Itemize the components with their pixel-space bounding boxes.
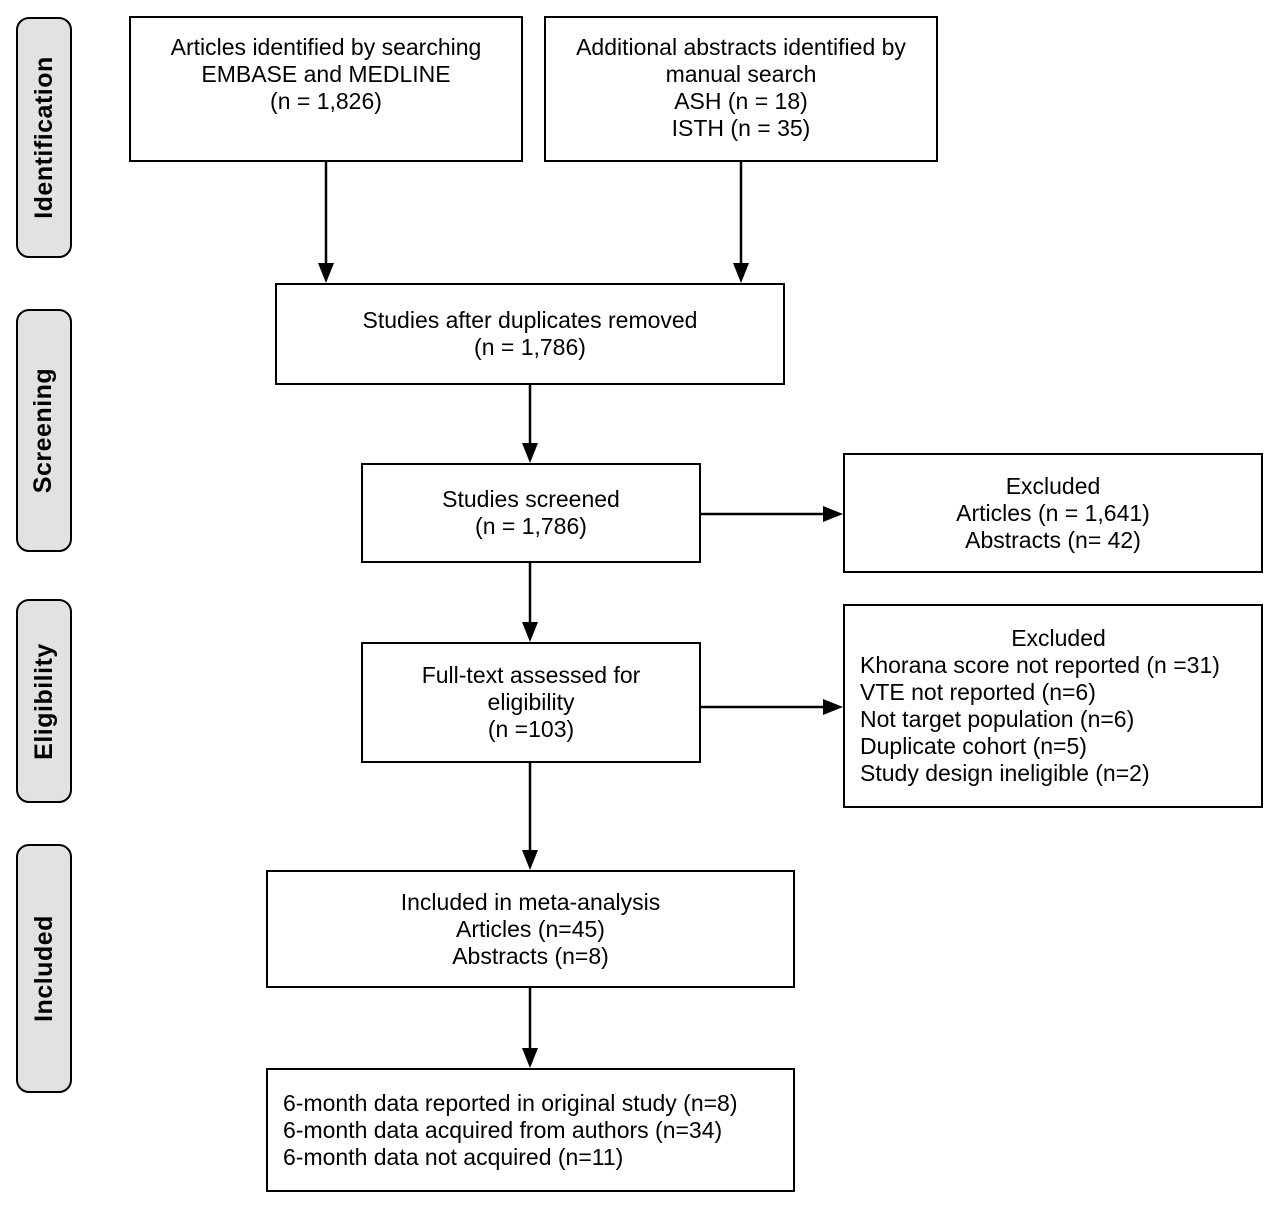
box-text-line: (n = 1,786) [475, 513, 587, 539]
box-text-line: EMBASE and MEDLINE [201, 61, 451, 87]
box-text-line: Khorana score not reported (n =31) [860, 652, 1220, 678]
arrow-included-to-sixmonth [522, 987, 538, 1068]
arrow-screened-to-fulltext [522, 562, 538, 642]
box-six-month-data: 6-month data reported in original study … [266, 1068, 795, 1192]
box-text-line: VTE not reported (n=6) [860, 679, 1096, 705]
box-text-line: (n = 1,826) [270, 88, 382, 114]
box-text-line: ASH (n = 18) [674, 88, 808, 114]
box-text-line: Included in meta-analysis [400, 888, 661, 915]
box-excluded-eligibility: Excluded Khorana score not reported (n =… [843, 604, 1263, 808]
box-text-line: Studies screened [442, 486, 620, 512]
arrow-screened-to-excluded [700, 506, 843, 522]
arrow-manual-to-dedup [733, 162, 749, 283]
box-text-line: eligibility [487, 689, 575, 715]
box-text-line: ISTH (n = 35) [671, 115, 811, 141]
box-text-line: Articles (n = 1,641) [956, 499, 1150, 526]
box-studies-screened: Studies screened (n = 1,786) [361, 463, 701, 563]
stage-label-text: Included [29, 915, 58, 1022]
box-text-line: Articles (n=45) [456, 915, 605, 942]
box-text-line: Abstracts (n= 42) [965, 526, 1141, 553]
box-included-meta-analysis: Included in meta-analysis Articles (n=45… [266, 870, 795, 988]
box-duplicates-removed: Studies after duplicates removed (n = 1,… [275, 283, 785, 385]
box-text-line: Articles identified by searching [170, 34, 482, 60]
stage-label-text: Eligibility [29, 642, 58, 760]
box-text-line: Additional abstracts identified by [576, 34, 906, 60]
box-excluded-screening: Excluded Articles (n = 1,641) Abstracts … [843, 453, 1263, 573]
arrow-search-to-dedup [318, 162, 334, 283]
box-articles-identified: Articles identified by searching EMBASE … [129, 16, 523, 162]
arrow-fulltext-to-included [522, 762, 538, 870]
box-text-line: 6-month data reported in original study … [283, 1089, 738, 1116]
box-text-line: Study design ineligible (n=2) [860, 760, 1150, 786]
stage-label-identification: Identification [16, 17, 72, 258]
arrow-dedup-to-screened [522, 384, 538, 463]
stage-label-included: Included [16, 844, 72, 1093]
box-text-line: (n = 1,786) [474, 334, 586, 360]
box-text-line: 6-month data not acquired (n=11) [283, 1143, 624, 1170]
arrow-fulltext-to-excluded [700, 699, 843, 715]
stage-label-text: Identification [29, 56, 58, 219]
box-text-line: manual search [665, 61, 817, 87]
box-text-line: (n =103) [487, 716, 575, 742]
box-text-line: Duplicate cohort (n=5) [860, 733, 1087, 759]
box-text-line: Abstracts (n=8) [452, 942, 609, 969]
stage-label-screening: Screening [16, 309, 72, 552]
box-text-line: Excluded [1011, 625, 1106, 651]
box-text-line: 6-month data acquired from authors (n=34… [283, 1116, 723, 1143]
box-text-line: Excluded [1005, 472, 1101, 499]
box-fulltext-eligibility: Full-text assessed for eligibility (n =1… [361, 642, 701, 763]
box-text-line: Not target population (n=6) [860, 706, 1135, 732]
stage-label-eligibility: Eligibility [16, 599, 72, 803]
box-text-line: Full-text assessed for [421, 662, 641, 688]
stage-label-text: Screening [29, 367, 58, 494]
box-text-line: Studies after duplicates removed [362, 307, 698, 333]
box-additional-abstracts: Additional abstracts identified by manua… [544, 16, 938, 162]
